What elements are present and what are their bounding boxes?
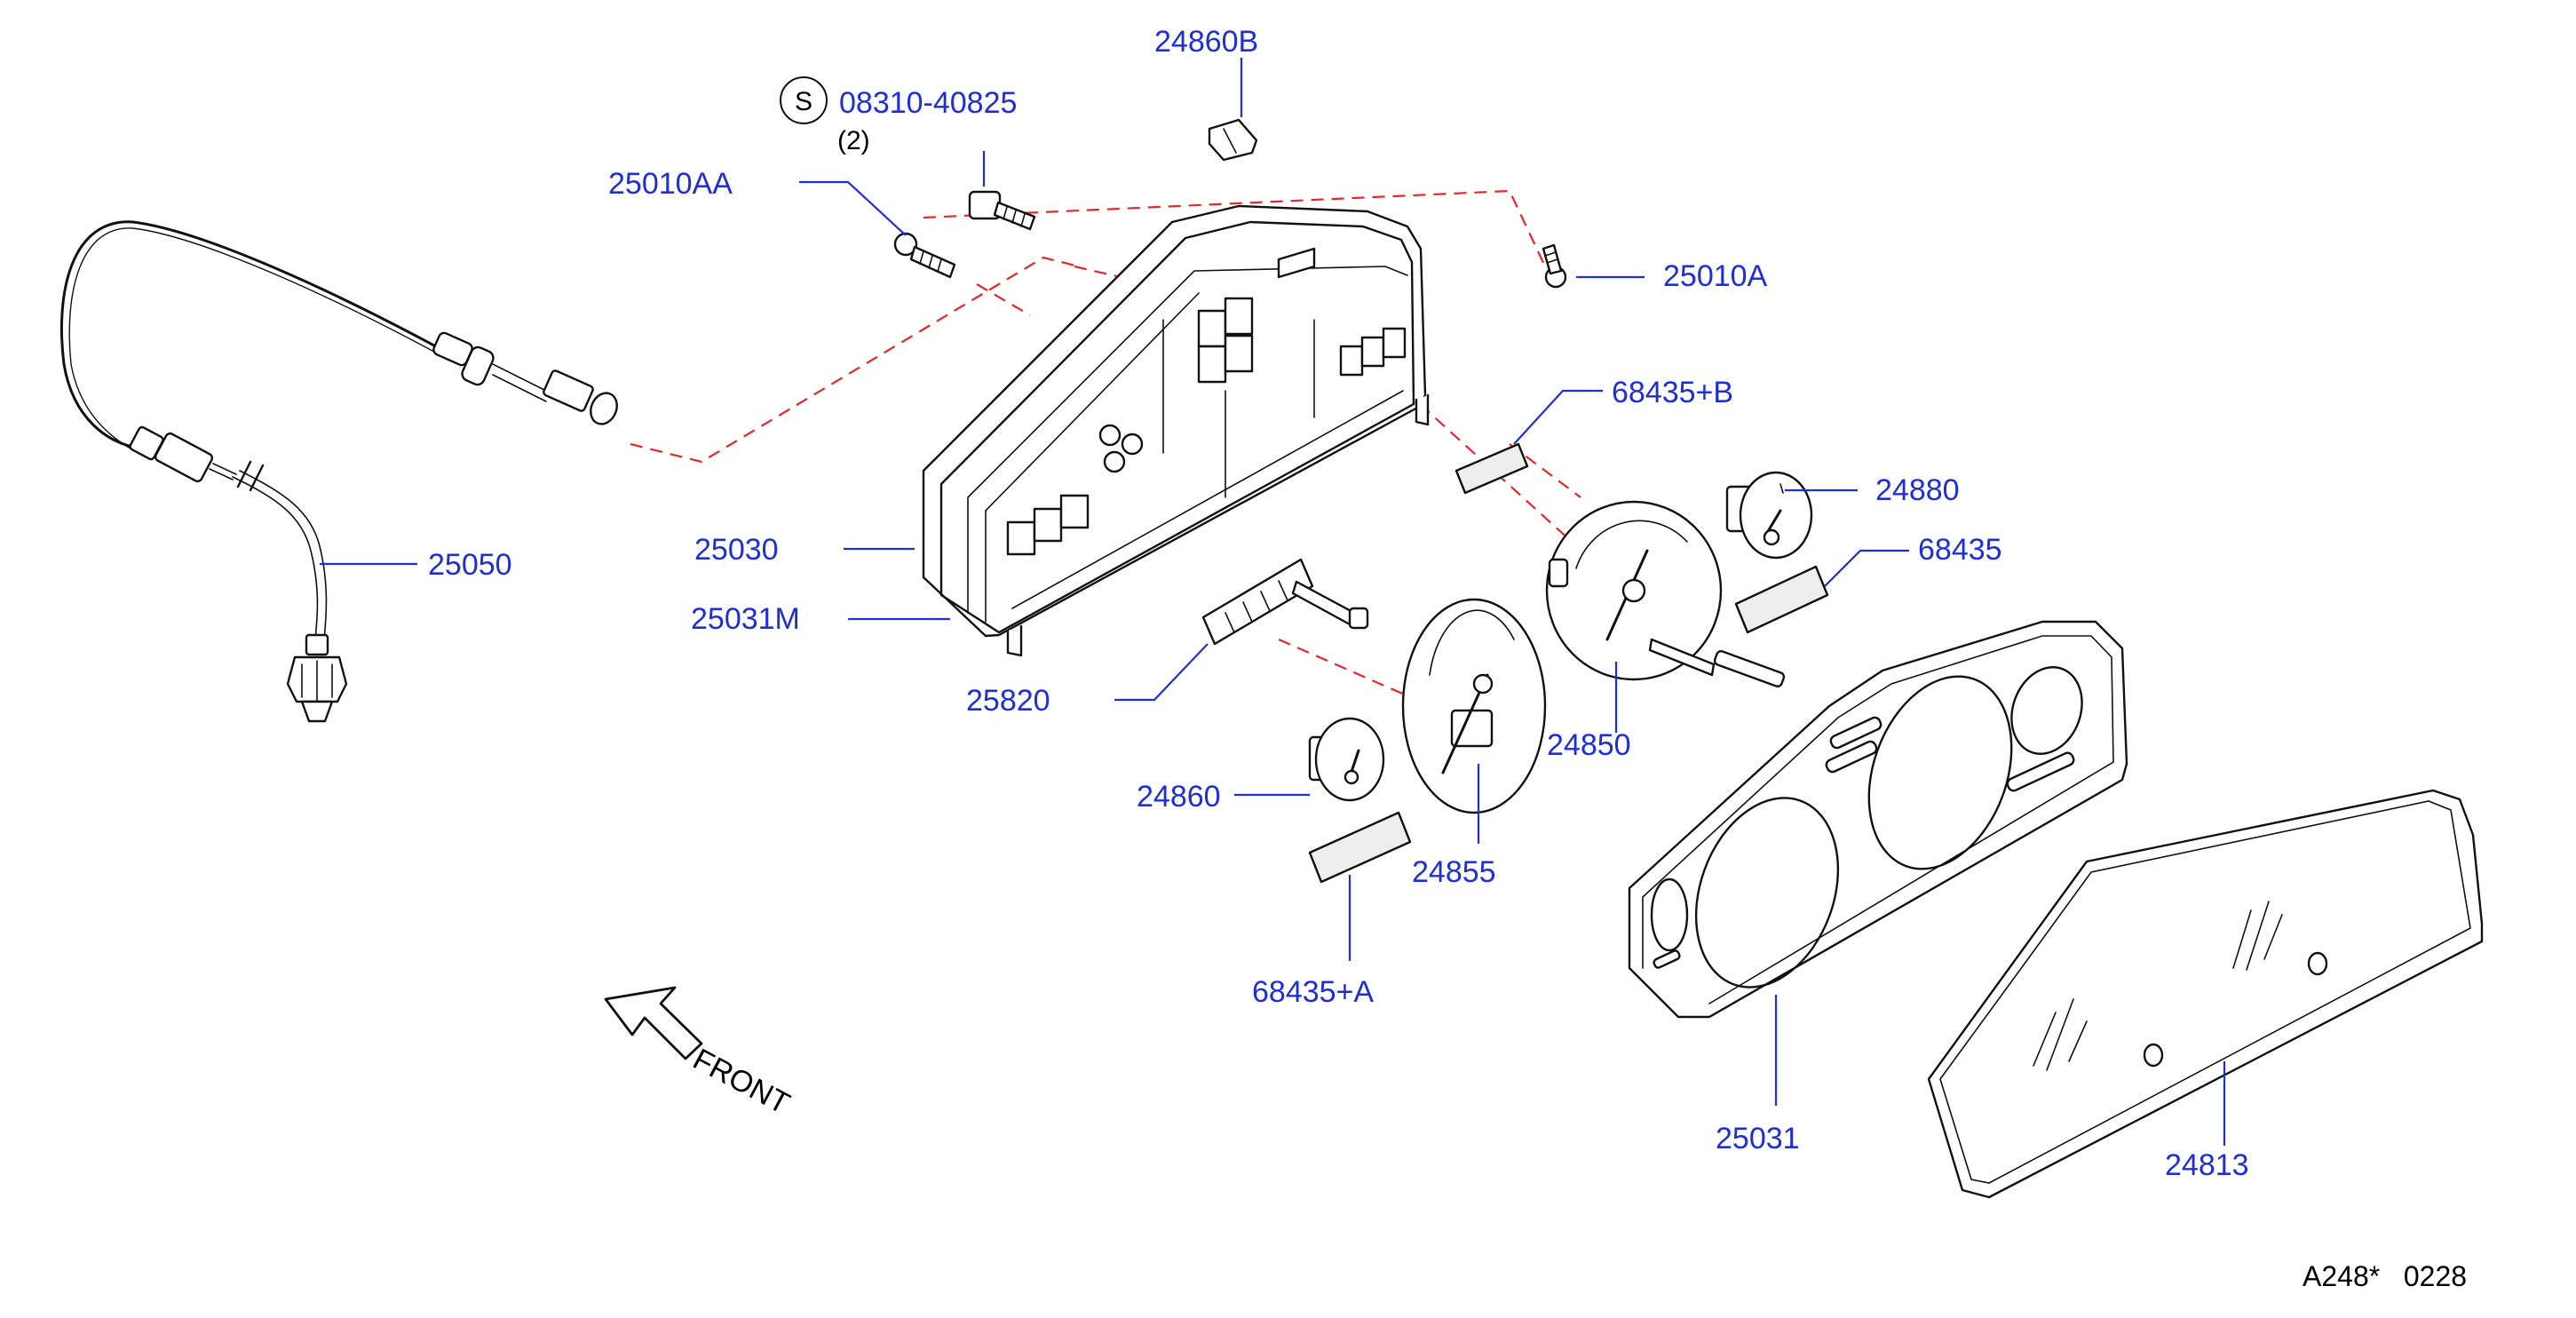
callout-25010A: 25010A (1663, 259, 1768, 293)
gauge-24880 (1725, 471, 1813, 560)
front-arrow-icon (604, 986, 703, 1060)
label-plate-68435-b (1454, 442, 1529, 495)
callout-68435: 68435 (1918, 533, 2002, 567)
callout-08310-40825: 08310-40825 (839, 86, 1017, 120)
callout-25820: 25820 (966, 684, 1050, 718)
callout-25010AA: 25010AA (608, 167, 733, 201)
callout-68435-b: 68435+B (1612, 376, 1733, 409)
callout-25031M: 25031M (691, 602, 800, 636)
cluster-lid-25031 (1628, 620, 2128, 1019)
label-plate-68435 (1734, 565, 1829, 634)
cluster-housing-25030 (922, 204, 1430, 657)
leader-lines (320, 58, 2226, 1146)
callout-24855: 24855 (1412, 855, 1496, 889)
callout-68435-a: 68435+A (1252, 975, 1374, 1009)
callout-25050: 25050 (428, 548, 512, 582)
s-mark-icon (780, 76, 828, 124)
callout-08310-qty: (2) (837, 126, 870, 155)
callout-25031: 25031 (1716, 1122, 1800, 1155)
callout-24813: 24813 (2165, 1148, 2249, 1182)
callout-24860B: 24860B (1154, 25, 1258, 59)
clip-24860B (1208, 118, 1258, 162)
callout-24850: 24850 (1547, 728, 1631, 762)
gauge-24860 (1308, 717, 1385, 802)
callout-24860: 24860 (1137, 780, 1221, 814)
label-plate-68435-a (1308, 811, 1412, 884)
callout-25030: 25030 (694, 533, 779, 567)
speedometer-cable-25050 (59, 220, 618, 723)
screw-25010A (1542, 243, 1567, 289)
screw-25010AA (893, 232, 956, 279)
tachometer-24850 (1545, 500, 1786, 687)
screw-08310-40825 (968, 190, 1036, 231)
cluster-glass-24813 (1927, 789, 2484, 1199)
connector-25820 (1201, 558, 1369, 646)
s-mark-letter: S (795, 87, 812, 116)
speedometer-24855 (1401, 598, 1547, 814)
diagram-code: A248* 0228 (2303, 1260, 2467, 1292)
callout-24880: 24880 (1875, 473, 1960, 507)
front-label: FRONT (687, 1043, 795, 1122)
